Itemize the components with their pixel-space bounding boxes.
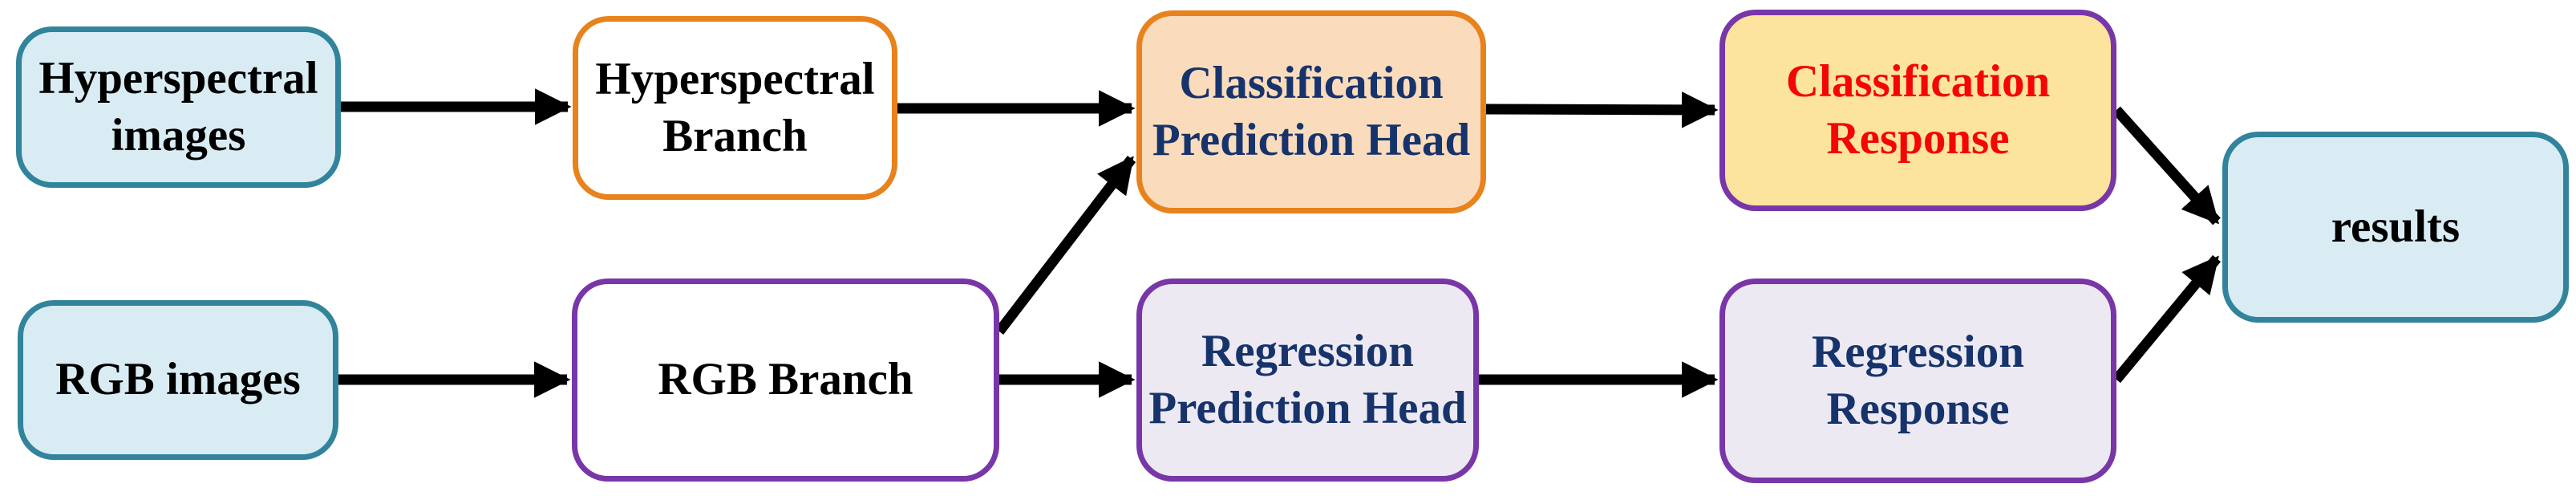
node-label-line: Response [1826,383,2010,434]
node-label-line: Prediction Head [1148,382,1467,433]
node-hyperspectral-images: Hyperspectral images [16,26,341,188]
node-label-line: Response [1826,112,2010,164]
node-label-line: Hyperspectral [38,52,318,104]
node-label-line: RGB images [55,354,301,405]
node-results: results [2222,132,2569,323]
arrow-classification-response-to-results [2112,106,2221,226]
node-regression-prediction-head: Regression Prediction Head [1136,278,1479,482]
node-rgb-branch: RGB Branch [572,278,999,482]
node-rgb-images: RGB images [18,300,338,460]
node-label-line: images [111,109,246,161]
node-label-line: Regression [1812,326,2024,377]
arrow-regression-response-to-results [2112,254,2222,384]
arrow-classification-head-to-response [1485,91,1719,128]
node-label-line: Hyperspectral [595,53,875,104]
node-classification-response: Classification Response [1719,10,2116,211]
node-label-line: results [2331,201,2461,252]
arrow-rgb-branch-to-classification-head [994,156,1136,335]
node-regression-response: Regression Response [1719,278,2116,483]
node-classification-prediction-head: Classification Prediction Head [1136,10,1486,213]
node-label-line: Classification [1179,57,1444,108]
node-label-line: Prediction Head [1152,114,1471,165]
node-label-line: Classification [1785,55,2051,107]
node-hyperspectral-branch: Hyperspectral Branch [573,16,897,200]
node-label-line: Branch [662,110,808,161]
node-label-line: Regression [1201,325,1414,376]
node-label-line: RGB Branch [658,354,913,405]
